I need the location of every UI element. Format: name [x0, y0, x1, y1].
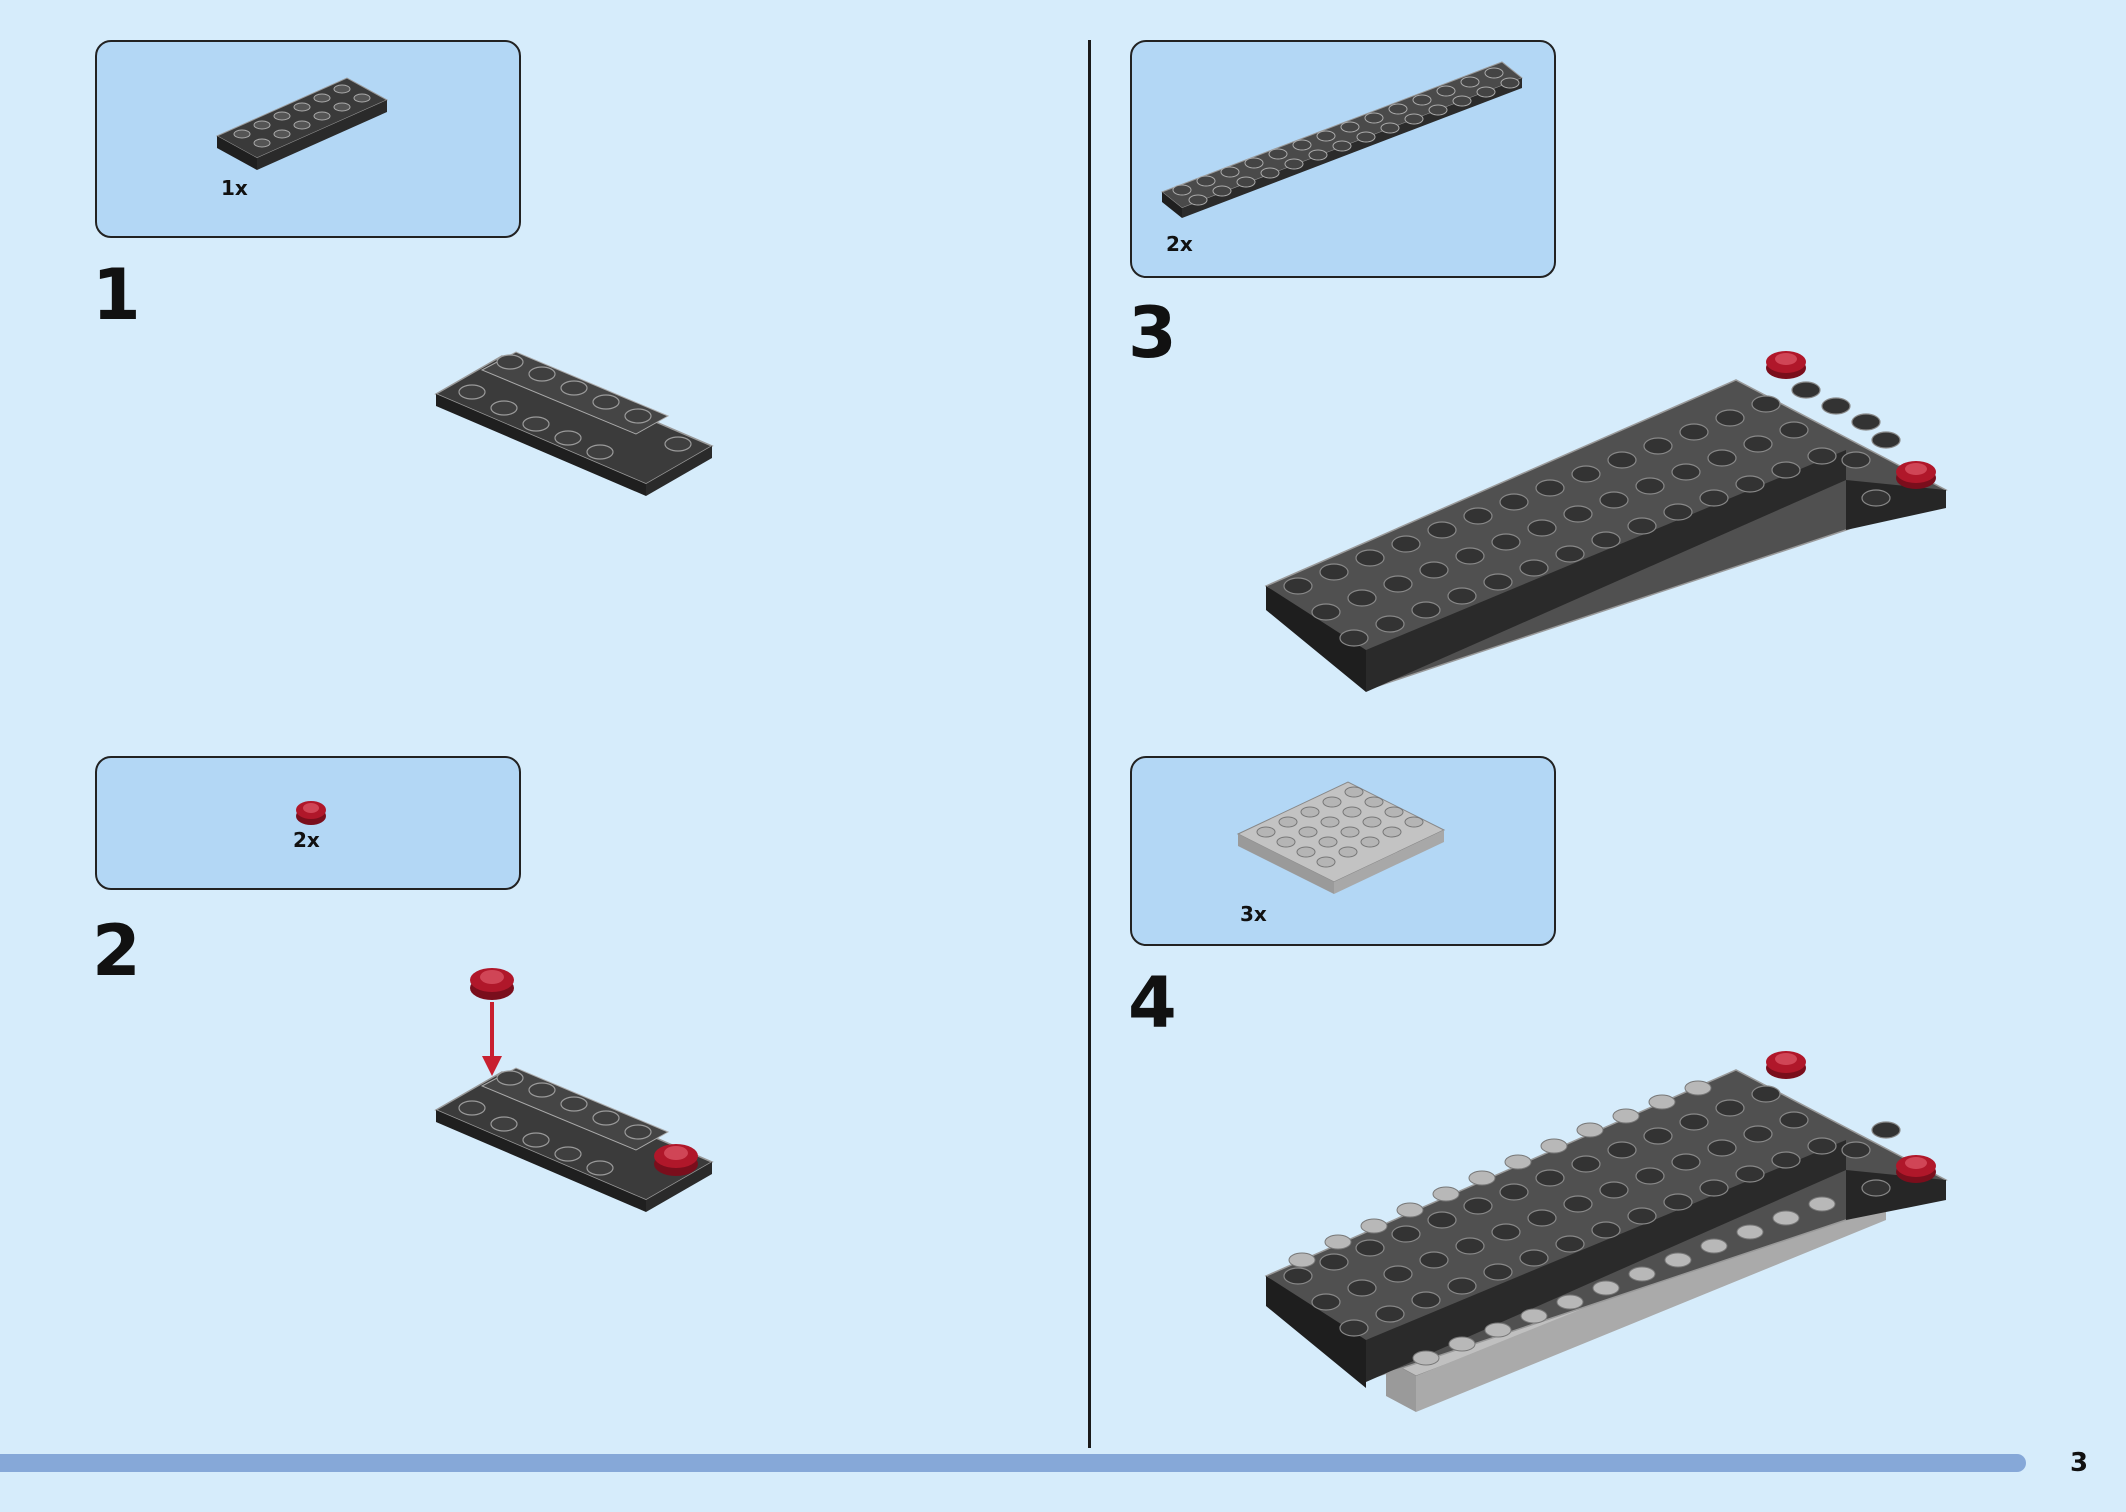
- step-3-assembly-illustration: [1264, 351, 1948, 692]
- part-count-step-3: 2x: [1166, 232, 1193, 256]
- part-count-step-2: 2x: [293, 828, 320, 852]
- step-4-assembly-illustration: [1264, 1051, 1948, 1412]
- red-round-plate-top: [1766, 351, 1806, 379]
- parts-callout-step-1: 1x: [95, 40, 521, 238]
- part-count-step-1: 1x: [221, 176, 248, 200]
- progress-bar: [0, 1454, 2026, 1472]
- step-number-4: 4: [1128, 962, 1177, 1044]
- red-round-plate-falling: [470, 968, 514, 1000]
- red-round-plate-side: [1896, 461, 1936, 489]
- page-divider: [1088, 40, 1091, 1448]
- part-light-gray-plate-icon: [1236, 781, 1446, 894]
- parts-callout-step-2: 2x: [95, 756, 521, 890]
- part-count-step-4: 3x: [1240, 902, 1267, 926]
- step-number-2: 2: [92, 910, 141, 992]
- parts-callout-step-3: 2x: [1130, 40, 1556, 278]
- step-number-1: 1: [92, 254, 141, 336]
- page-number: 3: [2070, 1448, 2089, 1478]
- part-black-plate-icon: [215, 77, 389, 170]
- step-2-assembly-illustration: [434, 968, 714, 1212]
- red-round-plate-top-step4: [1766, 1051, 1806, 1079]
- step-number-3: 3: [1128, 292, 1177, 374]
- parts-callout-step-4: 3x: [1130, 756, 1556, 946]
- part-red-round-plate-icon: [296, 801, 326, 825]
- part-black-long-plate-icon: [1161, 61, 1523, 218]
- red-round-plate-side-step4: [1896, 1155, 1936, 1183]
- step-1-assembly-illustration: [434, 351, 714, 496]
